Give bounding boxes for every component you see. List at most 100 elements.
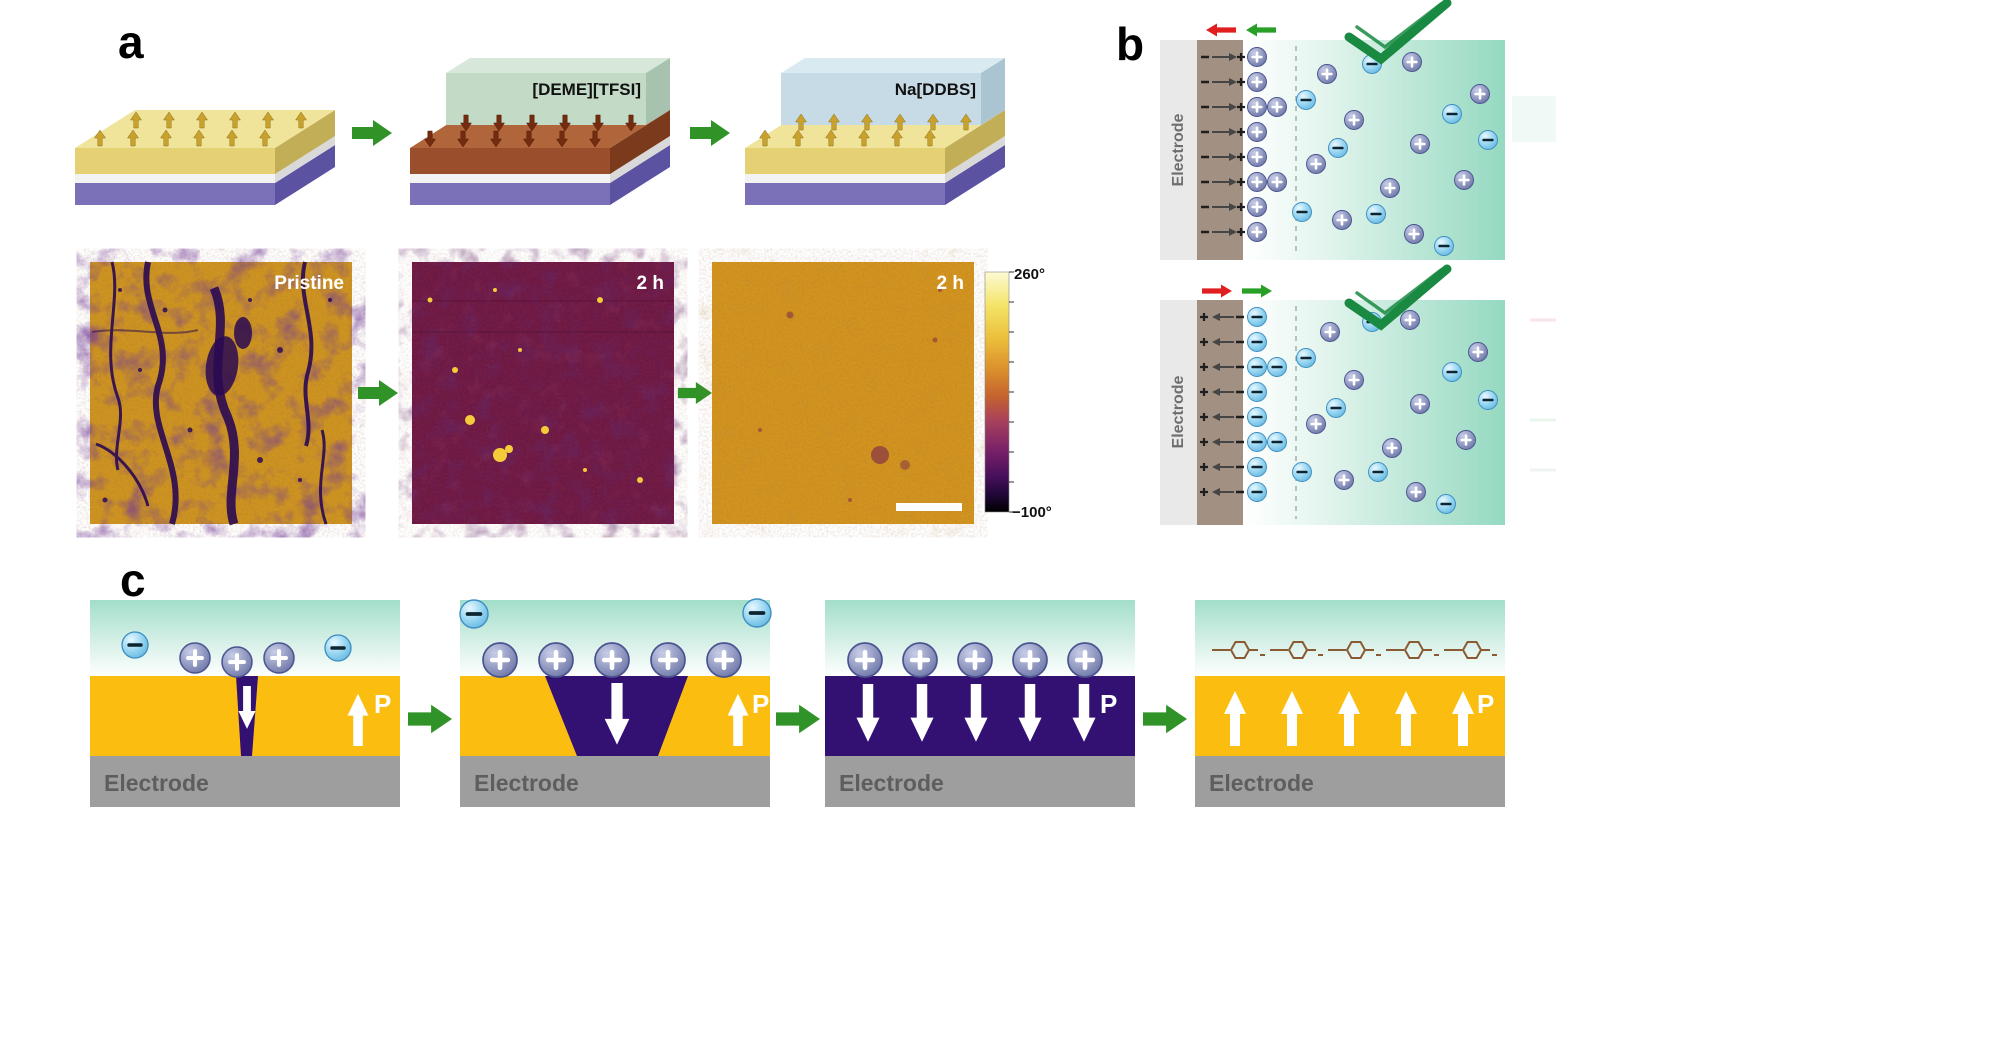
anion-icon	[1291, 461, 1313, 483]
anion-icon	[458, 598, 490, 630]
cation-icon	[180, 643, 210, 673]
substrate-layer	[745, 183, 945, 205]
pfm3-dark-spots	[758, 288, 942, 502]
cation-icon	[539, 643, 573, 677]
electrode-label: Electrode	[104, 770, 209, 796]
electrolyte-region	[1243, 300, 1505, 525]
cation-icon	[483, 643, 517, 677]
anion-icon	[1246, 406, 1268, 428]
ferroelectric-side	[945, 110, 1005, 174]
electrode-layer	[1195, 756, 1505, 807]
cation-icon	[1409, 393, 1431, 415]
anion-icon	[1246, 481, 1268, 503]
pfm1-domain-streaks	[91, 261, 328, 526]
il1-slab-front	[446, 73, 646, 125]
switched-layer	[410, 148, 610, 174]
substrate-layer	[410, 183, 610, 205]
spot	[938, 288, 942, 292]
pfm2-scratches	[412, 300, 674, 333]
anion-icon	[741, 597, 773, 629]
cation-icon	[1266, 96, 1288, 118]
cation-icon	[1246, 121, 1268, 143]
anion-icon	[1246, 381, 1268, 403]
cation-icon	[1068, 643, 1102, 677]
substrate-layer	[75, 183, 275, 205]
anion-icon	[1295, 89, 1317, 111]
panel-a-letter: a	[118, 16, 144, 68]
cation-icon	[595, 643, 629, 677]
il2-label: Na[DDBS]	[895, 80, 976, 99]
domain-dot	[102, 497, 108, 503]
anion-icon	[1266, 356, 1288, 378]
edl-diagram-bottom: Electrode	[1160, 264, 1505, 525]
pfm1-domain-blobs	[102, 288, 332, 503]
cation-icon	[1246, 96, 1268, 118]
pfm3-grain	[712, 262, 974, 524]
anion-icon	[1367, 461, 1389, 483]
cation-icon	[1381, 437, 1403, 459]
electrode-label: Electrode	[1209, 770, 1314, 796]
domain-streak	[143, 261, 179, 525]
il2-slab-side	[981, 58, 1005, 125]
ferroelectric-layer	[75, 148, 275, 174]
buffer-side	[610, 136, 670, 183]
positive-charge-signs	[1237, 53, 1245, 236]
anion-icon	[1246, 456, 1268, 478]
colorbar-gradient	[984, 271, 1010, 513]
cation-icon	[1379, 177, 1401, 199]
colorbar-min-label: −100°	[1012, 504, 1052, 521]
cation-icon	[222, 647, 252, 677]
domain-dot	[298, 478, 302, 482]
buffer-side	[945, 136, 1005, 183]
panel-c-letter: c	[120, 554, 146, 606]
ferroelectric-side	[275, 110, 335, 174]
panel-a: a [DEME][T	[75, 16, 1052, 526]
charged-layer-bar	[1197, 40, 1243, 260]
anion-icon	[1441, 103, 1463, 125]
il1-label: [DEME][TFSI]	[532, 80, 641, 99]
anion-icon	[1266, 431, 1288, 453]
spot	[900, 460, 910, 470]
anion-icon	[1246, 306, 1268, 328]
crop-artifact	[1512, 96, 1556, 142]
switching-stage-4: P Electrode	[1195, 600, 1505, 807]
il1-slab-side	[646, 58, 670, 125]
cation-icon	[651, 643, 685, 677]
electrode-label: Electrode	[474, 770, 579, 796]
anion-icon	[1246, 331, 1268, 353]
checkmark-stroke	[1344, 264, 1452, 331]
speck	[541, 426, 549, 434]
domain-dot	[248, 298, 252, 302]
cation-icon	[707, 643, 741, 677]
speck	[427, 297, 433, 303]
buffer-layer	[410, 174, 610, 183]
electrode-bar	[1160, 300, 1197, 525]
domain-streak	[91, 329, 199, 334]
polarization-label: P	[1477, 689, 1494, 719]
cation-icon	[1343, 109, 1365, 131]
domain-streak	[319, 429, 328, 525]
pfm-colorbar: 260° −100°	[984, 266, 1052, 521]
cation-icon	[264, 643, 294, 673]
electrode-layer	[460, 756, 770, 807]
pfm-image-2h-naddbs: 2 h	[712, 262, 974, 524]
speck	[505, 445, 513, 453]
anion-icon	[1433, 235, 1455, 257]
charged-layer-bar	[1197, 300, 1243, 525]
spot	[932, 337, 938, 343]
schematic-deme-tfsi-stack: [DEME][TFSI]	[410, 58, 670, 205]
buffer-side	[275, 136, 335, 183]
cation-icon	[1453, 169, 1475, 191]
spot	[871, 446, 889, 464]
cation-icon	[1467, 341, 1489, 363]
positive-charge-signs	[1200, 313, 1208, 496]
negative-charge-signs	[1236, 315, 1244, 494]
polarization-label: P	[374, 689, 391, 719]
field-arrow-shafts	[1220, 316, 1234, 493]
domain-streak	[95, 442, 150, 507]
cation-icon	[848, 643, 882, 677]
domain-blob	[234, 317, 252, 349]
cation-icon	[1305, 413, 1327, 435]
checkmark-stroke	[1344, 0, 1452, 65]
